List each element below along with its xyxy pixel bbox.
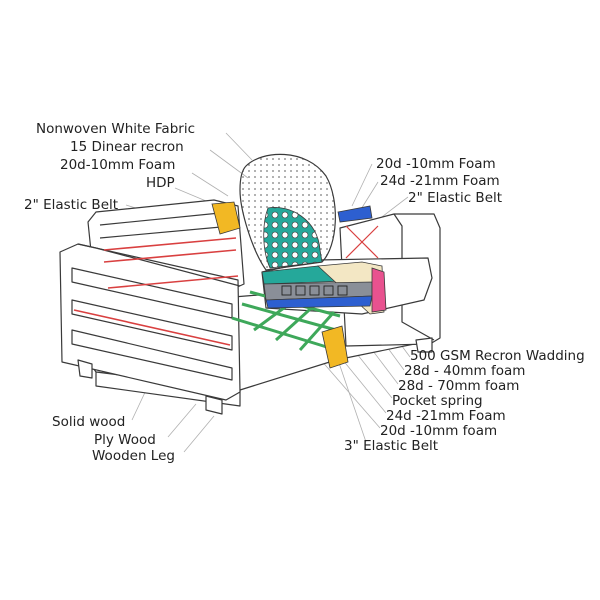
label-back-foam: 20d-10mm Foam: [60, 157, 175, 173]
label-arm-foam-10mm: 20d -10mm Foam: [376, 156, 496, 172]
label-wooden-leg: Wooden Leg: [92, 448, 175, 464]
label-dinear-recron: 15 Dinear recron: [70, 139, 184, 155]
label-pocket-spring: Pocket spring: [392, 393, 483, 409]
label-nonwoven-fabric: Nonwoven White Fabric: [36, 121, 195, 137]
label-foam-70mm: 28d - 70mm foam: [398, 378, 519, 394]
label-arm-foam-21mm: 24d -21mm Foam: [380, 173, 500, 189]
label-arm-elastic-belt: 2" Elastic Belt: [408, 190, 502, 206]
label-solid-wood: Solid wood: [52, 414, 125, 430]
label-hdp: HDP: [146, 175, 175, 191]
label-seat-elastic-belt: 3" Elastic Belt: [344, 438, 438, 454]
label-seat-foam-10mm: 20d -10mm foam: [380, 423, 497, 439]
label-foam-40mm: 28d - 40mm foam: [404, 363, 525, 379]
label-seat-foam-21mm: 24d -21mm Foam: [386, 408, 506, 424]
label-recron-wadding: 500 GSM Recron Wadding: [410, 348, 585, 364]
label-back-elastic-belt: 2" Elastic Belt: [24, 197, 118, 213]
arm-foam-strip: [338, 206, 372, 222]
label-ply-wood: Ply Wood: [94, 432, 156, 448]
